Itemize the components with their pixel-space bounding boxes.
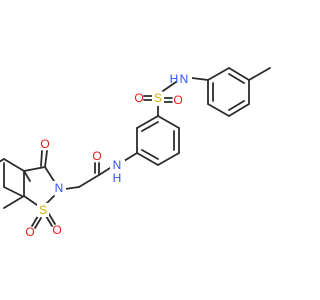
bond [3,186,23,197]
bond [141,149,159,160]
atom-label: N [55,181,64,195]
bond [123,152,138,162]
bond [3,158,25,172]
bond [228,67,250,81]
bond [78,174,100,188]
atom-label: O [52,223,61,237]
bond [98,167,111,176]
bond [64,186,80,190]
bond [162,81,177,92]
atom-label: O [40,137,49,151]
atom-label: O [134,91,143,105]
atom-label: H [113,171,122,185]
bond [23,166,46,172]
atom-label: N [180,72,189,86]
bond [228,100,245,111]
bond [40,150,43,167]
atom-label: O [25,225,34,239]
atom-label: H [170,72,179,86]
bond [0,158,5,163]
bond-lines [0,67,271,229]
bond [141,121,159,132]
bond [48,213,56,225]
bond [31,215,39,227]
atom-label: N [113,158,122,172]
bond [44,166,55,182]
bond [157,152,180,166]
atom-label: S [154,91,162,105]
molecule-canvas: N H S O O O N H O N S O O [0,67,271,239]
bond [248,67,271,81]
bond [207,67,230,81]
atom-labels: N H S O O O N H O N S O O [25,72,192,239]
bond [207,103,230,117]
bond [228,73,245,84]
bond [34,217,42,229]
bond [157,115,180,129]
fused-benzene-ring [3,162,23,197]
bond [3,195,25,209]
bond [191,77,209,81]
bond [23,170,31,182]
atom-label: S [39,203,47,217]
bond [45,215,53,227]
atom-label: O [173,93,182,107]
atom-label: O [92,149,101,163]
molecule-structure: N H S O O O N H O N S O O [0,67,271,239]
bond [136,115,159,129]
bond [44,150,48,168]
bond [23,195,38,206]
bond [228,103,250,117]
bond [136,152,159,166]
bond [46,195,55,204]
